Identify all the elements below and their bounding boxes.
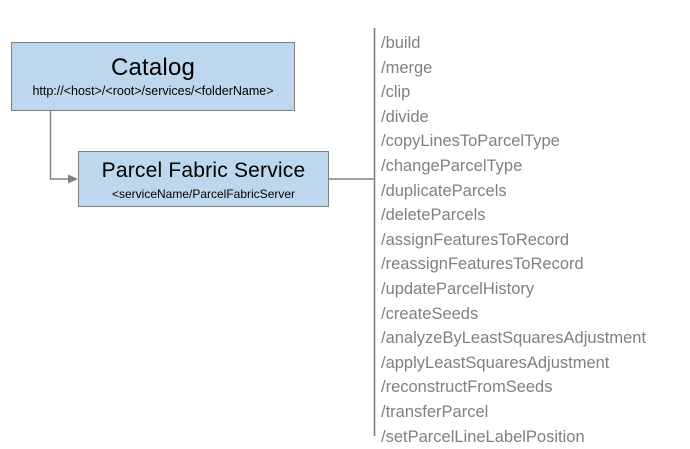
operation-item[interactable]: /merge [381, 56, 681, 81]
operation-item[interactable]: /reconstructFromSeeds [381, 375, 681, 400]
parcel-fabric-service-title: Parcel Fabric Service [102, 157, 306, 184]
node-parcel-fabric-service[interactable]: Parcel Fabric Service <serviceName/Parce… [78, 151, 329, 207]
operation-item[interactable]: /clip [381, 80, 681, 105]
operation-item[interactable]: /copyLinesToParcelType [381, 129, 681, 154]
operation-item[interactable]: /transferParcel [381, 400, 681, 425]
operation-item[interactable]: /applyLeastSquaresAdjustment [381, 351, 681, 376]
operation-item[interactable]: /changeParcelType [381, 154, 681, 179]
parcel-fabric-service-subtitle: <serviceName/ParcelFabricServer [112, 187, 295, 202]
operation-item[interactable]: /setParcelLineLabelPosition [381, 425, 681, 449]
operation-item[interactable]: /analyzeByLeastSquaresAdjustment [381, 326, 681, 351]
operation-item[interactable]: /assignFeaturesToRecord [381, 228, 681, 253]
operation-item[interactable]: /duplicateParcels [381, 179, 681, 204]
catalog-subtitle: http://<host>/<root>/services/<folderNam… [32, 84, 273, 99]
operation-item[interactable]: /deleteParcels [381, 203, 681, 228]
operation-item[interactable]: /updateParcelHistory [381, 277, 681, 302]
node-catalog[interactable]: Catalog http://<host>/<root>/services/<f… [11, 42, 295, 111]
operation-item[interactable]: /build [381, 31, 681, 56]
operation-item[interactable]: /divide [381, 105, 681, 130]
operation-item[interactable]: /reassignFeaturesToRecord [381, 252, 681, 277]
operations-list: /build /merge /clip /divide /copyLinesTo… [381, 31, 681, 449]
catalog-title: Catalog [111, 54, 195, 81]
operation-item[interactable]: /createSeeds [381, 302, 681, 327]
